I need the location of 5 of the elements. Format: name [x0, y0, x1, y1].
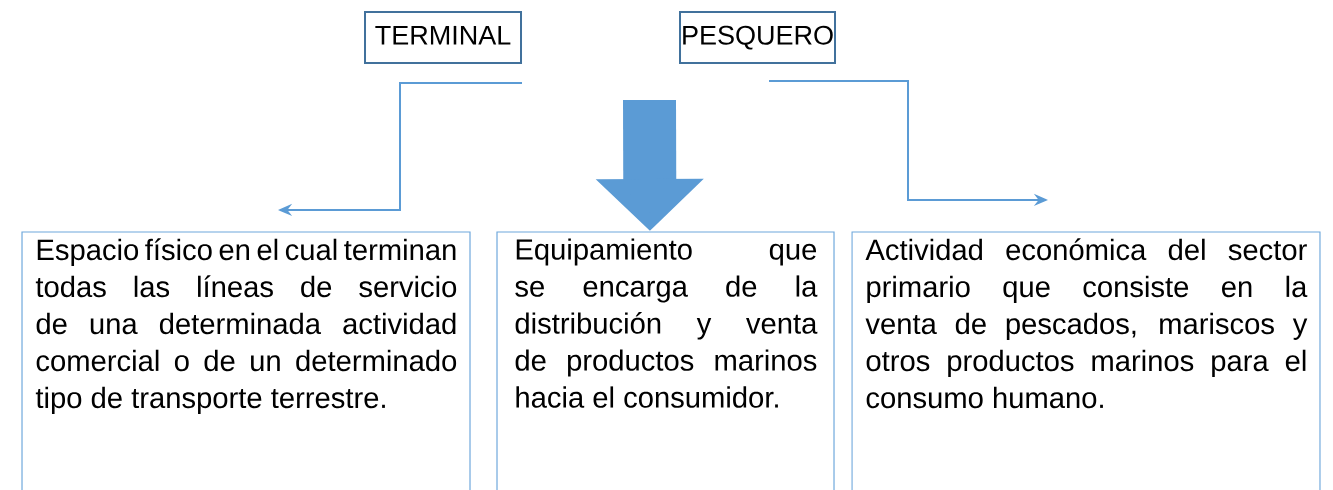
title-box: PESQUERO	[679, 11, 836, 64]
text-box: Equipamiento que se encarga de la distribución y venta de productos marinos hacia el consumidor.	[496, 231, 835, 490]
text-box: Actividad económica del sector primario que consiste en la venta de pescados, mariscos y otros productos marinos para el consumo humano.	[851, 231, 1321, 490]
title-box: TERMINAL	[364, 11, 522, 64]
text-box: Espacio físico en el cual terminan todas las líneas de servicio de una determinada actividad comercial o de un determinado tipo de transporte terrestre.	[21, 231, 471, 490]
